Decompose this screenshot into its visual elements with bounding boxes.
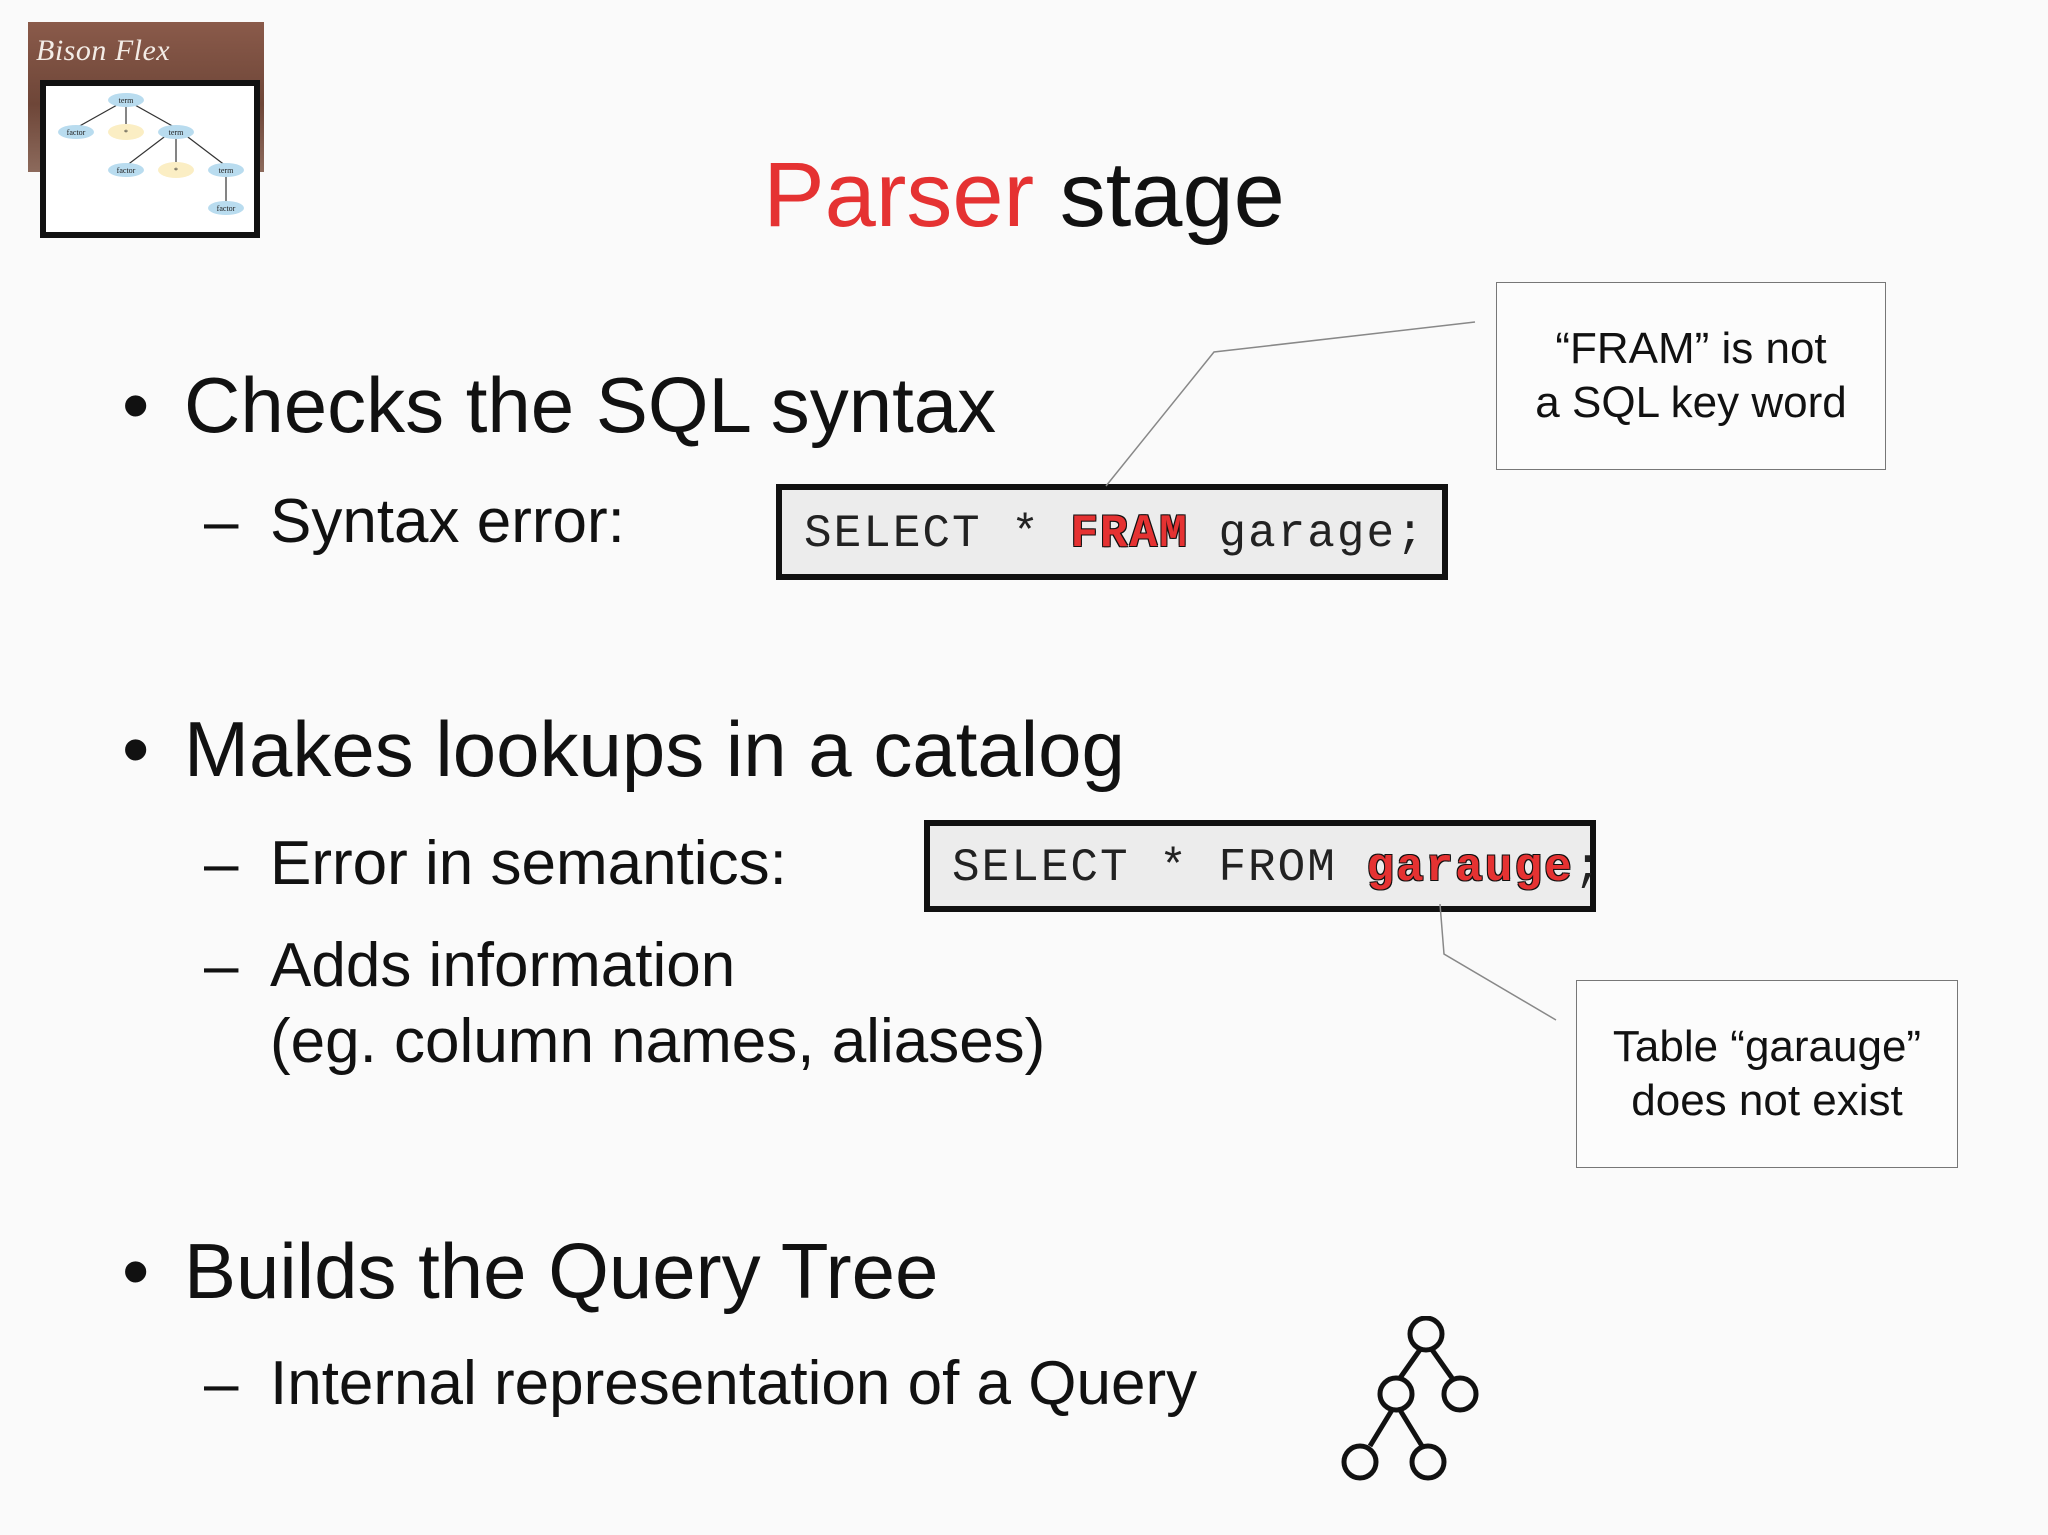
connector-garauge xyxy=(1439,903,1557,1021)
bullet-catalog-lookups: • Makes lookups in a catalog xyxy=(122,704,1125,794)
callout-table-not-exist: Table “garauge” does not exist xyxy=(1576,980,1958,1168)
code-error-token: FRAM xyxy=(1070,508,1189,560)
callout-line: does not exist xyxy=(1631,1076,1903,1125)
logo-node-text: factor xyxy=(217,204,236,213)
logo-text: Bison Flex xyxy=(36,34,171,67)
bullet-checks-syntax: • Checks the SQL syntax xyxy=(122,360,996,450)
sub-text: Syntax error: xyxy=(270,487,625,556)
title-rest: stage xyxy=(1034,144,1285,246)
code-box-semantic-error: SELECT * FROM garauge; xyxy=(924,820,1601,912)
callout-line: Table “garauge” xyxy=(1612,1022,1922,1071)
bullet-query-tree: • Builds the Query Tree xyxy=(122,1226,938,1316)
logo-node-text: term xyxy=(219,166,234,175)
logo-node-text: * xyxy=(174,166,178,175)
bullet-text: Builds the Query Tree xyxy=(184,1227,939,1315)
sub-internal-representation: –Internal representation of a Query xyxy=(204,1346,1197,1422)
code-text: SELECT * FROM xyxy=(952,842,1367,894)
logo-node-text: factor xyxy=(67,128,86,137)
sub-dash: – xyxy=(204,487,239,556)
sub-semantic-error: –Error in semantics: xyxy=(204,826,787,902)
callout-line: “FRAM” is not xyxy=(1555,324,1827,373)
logo-node-text: factor xyxy=(117,166,136,175)
sub-syntax-error: –Syntax error: xyxy=(204,484,625,560)
sub-text: Adds information xyxy=(270,931,736,1000)
code-text: ; xyxy=(1573,842,1604,894)
sub-dash: – xyxy=(204,931,239,1000)
tree-icon xyxy=(1341,1316,1479,1481)
title-accent-word: Parser xyxy=(763,144,1035,246)
code-text: SELECT * xyxy=(804,508,1071,560)
logo-parse-tree-image: term factor * term factor * term factor xyxy=(40,80,260,238)
logo-node-text: * xyxy=(124,128,128,137)
sub-adds-information-detail: (eg. column names, aliases) xyxy=(270,1007,1046,1076)
sub-text: Internal representation of a Query xyxy=(270,1349,1198,1418)
connector-fram xyxy=(1105,321,1476,487)
logo-node-text: term xyxy=(169,128,184,137)
sub-dash: – xyxy=(204,1349,239,1418)
slide-title: Parser stage xyxy=(0,140,2048,250)
bison-flex-logo: Bison Flex term factor * term xyxy=(28,22,264,238)
callout-fram-not-keyword: “FRAM” is not a SQL key word xyxy=(1496,282,1886,470)
sub-text: Error in semantics: xyxy=(270,829,787,898)
sub-adds-information: –Adds information xyxy=(204,928,735,1004)
bullet-dot: • xyxy=(122,705,150,793)
bullet-text: Checks the SQL syntax xyxy=(184,361,997,449)
code-text: garage; xyxy=(1188,508,1426,560)
callout-line: a SQL key word xyxy=(1535,378,1847,427)
code-box-syntax-error: SELECT * FRAM garage; xyxy=(776,484,1448,580)
bullet-text: Makes lookups in a catalog xyxy=(184,705,1125,793)
parse-tree-illustration: term factor * term factor * term factor xyxy=(58,93,244,215)
code-error-token: garauge xyxy=(1366,842,1574,894)
logo-node-text: term xyxy=(119,96,134,105)
bullet-dot: • xyxy=(122,361,150,449)
sub-dash: – xyxy=(204,829,239,898)
bullet-dot: • xyxy=(122,1227,150,1315)
